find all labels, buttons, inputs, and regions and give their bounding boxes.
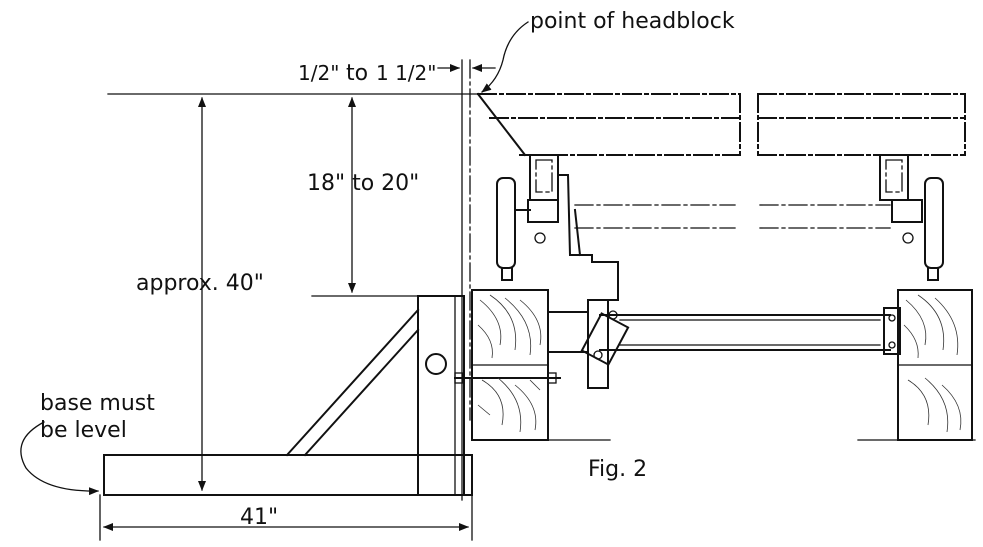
label-base-must: base must xyxy=(40,391,155,416)
label-point-of-headblock: point of headblock xyxy=(530,9,735,34)
label-41: 41" xyxy=(240,505,278,530)
reference-lines xyxy=(99,59,479,541)
label-to: to xyxy=(346,61,368,86)
label-be-level: be level xyxy=(40,418,127,443)
right-timber-block xyxy=(897,289,973,441)
label-18-to-20: 18" to 20" xyxy=(307,171,419,196)
label-half-inch: 1/2" xyxy=(298,61,339,85)
left-timber-block xyxy=(471,289,549,441)
carriage-outline xyxy=(476,92,966,301)
label-one-half-inch: 1 1/2" xyxy=(376,61,436,85)
dimension-lines xyxy=(20,21,529,531)
track-frame xyxy=(103,295,976,496)
label-approx-40: approx. 40" xyxy=(136,271,264,296)
figure-caption: Fig. 2 xyxy=(588,457,647,482)
